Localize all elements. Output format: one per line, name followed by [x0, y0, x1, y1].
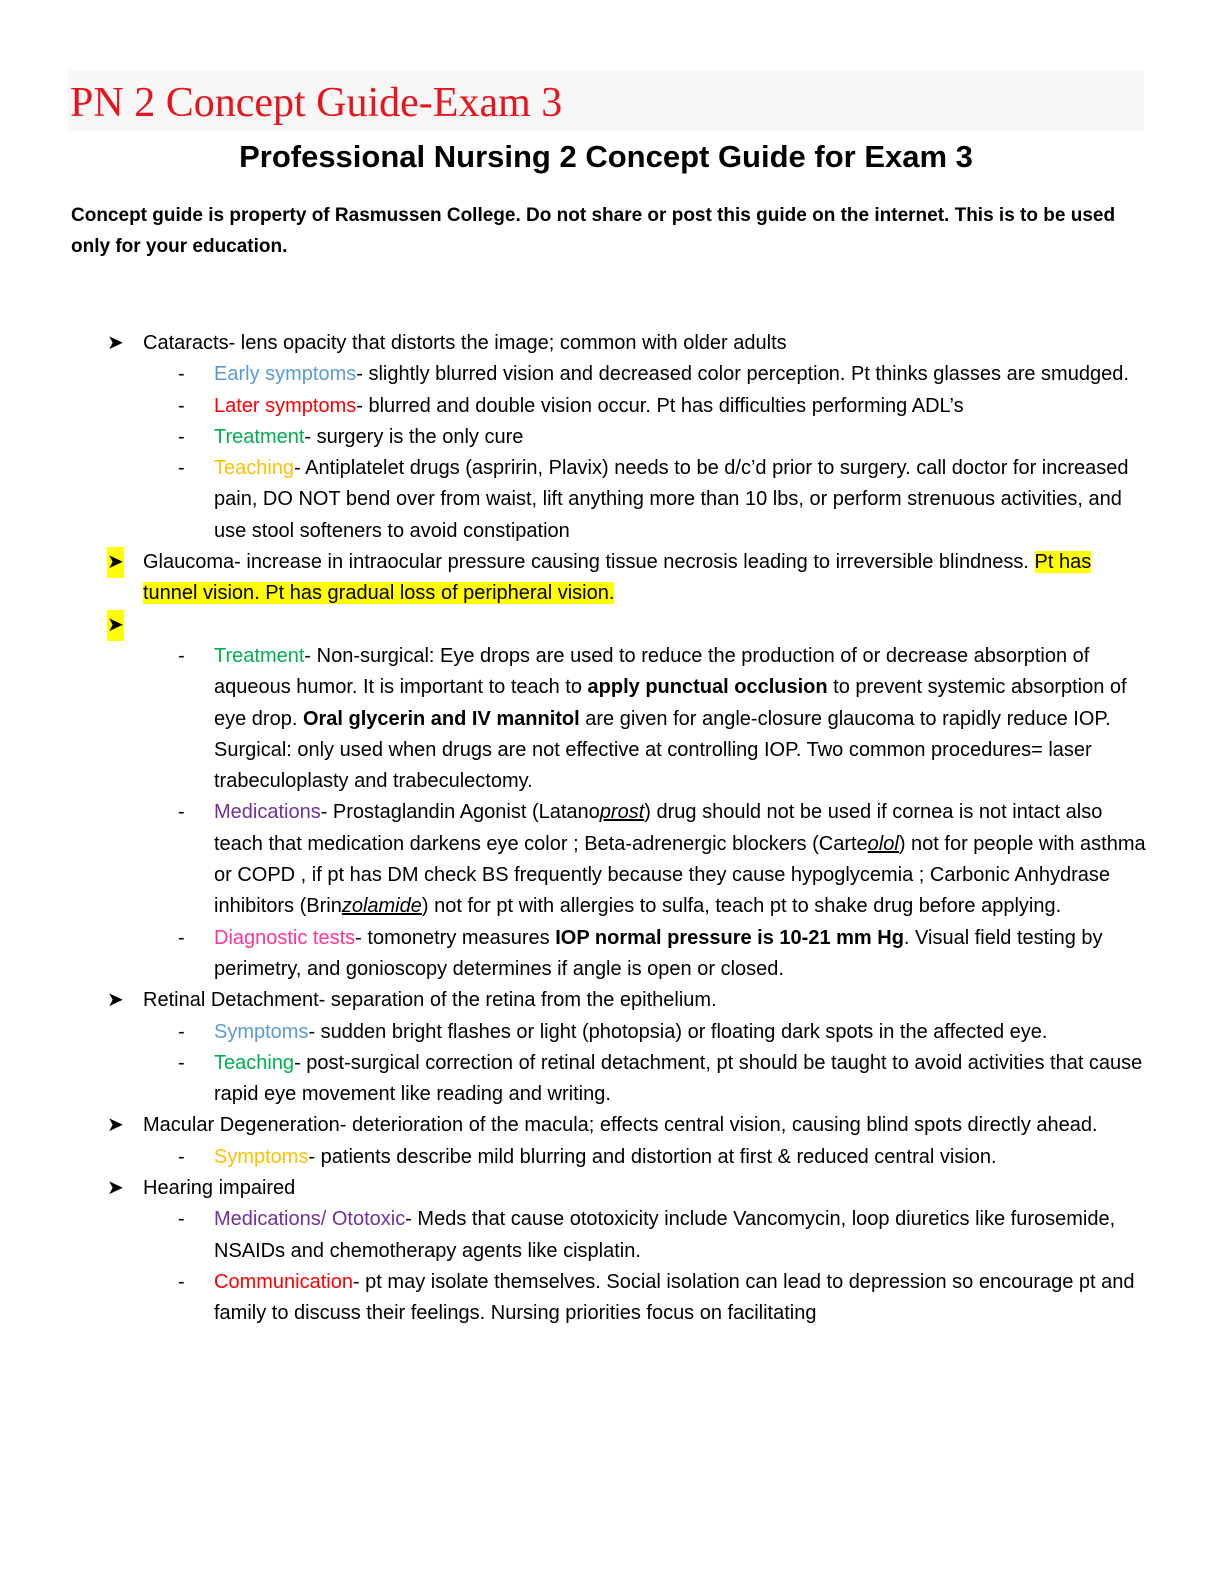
dash-marker: -	[178, 1020, 185, 1043]
subitem-text: - tomonetry measures	[355, 926, 556, 949]
topic-retinal-detachment: ➤ Retinal Detachment- separation of the …	[0, 985, 1224, 1016]
subitem-text: - Prostaglandin Agonist (Latano	[320, 801, 600, 824]
subitem-label: Communication	[214, 1270, 353, 1293]
emphasis-text: olol	[867, 832, 899, 855]
subitem-text: to prevent systemic absorption of eye dr…	[214, 676, 1127, 730]
bold-text: apply punctual occlusion	[587, 676, 828, 699]
topic-macular-degeneration: ➤ Macular Degeneration- deterioration of…	[0, 1110, 1224, 1141]
subitem-text: - post-surgical correction of retinal de…	[214, 1051, 1143, 1106]
subitem-text: . Visual field testing by perimetry, and…	[214, 926, 1103, 980]
subitem-text: - pt may isolate themselves. Social isol…	[214, 1270, 1135, 1325]
subitem-text: ) not for people with asthma or COPD , i…	[214, 832, 1146, 918]
dash-marker: -	[178, 644, 185, 667]
subitem-early-symptoms: - Early symptoms- slightly blurred visio…	[0, 359, 1224, 390]
bold-text: Oral glycerin and IV mannitol	[302, 707, 580, 730]
subitem-later-symptoms: - Later symptoms- blurred and double vis…	[0, 391, 1224, 422]
subitem-label: Treatment	[214, 425, 305, 448]
subitem-text: - Non-surgical: Eye drops are used to re…	[214, 644, 1090, 699]
dash-marker: -	[178, 926, 185, 949]
arrow-bullet-icon: ➤	[107, 1177, 124, 1200]
document-header: PN 2 Concept Guide-Exam 3	[70, 80, 563, 126]
subitem-label: Medications/ Ototoxic	[214, 1208, 406, 1231]
concept-list: ➤ Cataracts- lens opacity that distorts …	[0, 328, 1224, 1330]
subitem-teaching: - Teaching- Antiplatelet drugs (aspririn…	[0, 453, 1224, 547]
topic-title: Cataracts- lens opacity that distorts th…	[143, 332, 787, 354]
subitem-teaching: - Teaching- post-surgical correction of …	[0, 1048, 1224, 1111]
topic-glaucoma: ➤ Glaucoma- increase in intraocular pres…	[0, 547, 1224, 610]
subitem-text: - sudden bright flashes or light (photop…	[308, 1020, 1048, 1043]
subitem-medications: - Medications- Prostaglandin Agonist (La…	[0, 797, 1224, 922]
subitem-text: are given for angle-closure glaucoma to …	[579, 707, 1111, 730]
dash-marker: -	[178, 425, 185, 448]
dash-marker: -	[178, 457, 185, 480]
arrow-bullet-icon: ➤	[107, 609, 124, 641]
topic-title: Hearing impaired	[143, 1177, 296, 1200]
arrow-bullet-icon: ➤	[107, 989, 124, 1012]
subitem-text: - slightly blurred vision and decreased …	[356, 363, 1129, 386]
subitem-label: Later symptoms	[214, 394, 357, 417]
topic-title: Macular Degeneration- deterioration of t…	[143, 1114, 1098, 1137]
subitem-text: - patients describe mild blurring and di…	[308, 1145, 997, 1168]
document-title: Professional Nursing 2 Concept Guide for…	[239, 139, 973, 174]
surgical-text: Surgical: only used when drugs are not e…	[214, 738, 1092, 793]
subitem-label: Medications	[214, 801, 321, 824]
subitem-label: Symptoms	[214, 1020, 309, 1043]
subitem-text: - Antiplatelet drugs (aspririn, Plavix) …	[214, 457, 1129, 542]
header-band	[68, 70, 1144, 131]
dash-marker: -	[178, 1051, 185, 1074]
subitem-text: ) drug should not be used if cornea is n…	[214, 801, 1103, 855]
dash-marker: -	[178, 801, 185, 824]
bold-text: IOP normal pressure is 10-21 mm Hg	[555, 926, 904, 949]
subitem-symptoms: - Symptoms- sudden bright flashes or lig…	[0, 1017, 1224, 1048]
dash-marker: -	[178, 394, 185, 417]
copyright-notice: Concept guide is property of Rasmussen C…	[71, 205, 1116, 257]
subitem-text: - surgery is the only cure	[304, 425, 524, 448]
emphasis-text: prost	[599, 801, 645, 824]
dash-marker: -	[178, 1145, 185, 1168]
topic-hearing-impaired: ➤ Hearing impaired	[0, 1173, 1224, 1204]
subitem-communication: - Communication- pt may isolate themselv…	[0, 1267, 1224, 1330]
subitem-label: Teaching	[214, 457, 295, 480]
topic-cataracts: ➤ Cataracts- lens opacity that distorts …	[0, 328, 1224, 359]
dash-marker: -	[178, 363, 185, 386]
topic-title: Glaucoma- increase in intraocular pressu…	[143, 551, 1035, 574]
arrow-bullet-icon: ➤	[107, 547, 124, 579]
subitem-label: Early symptoms	[214, 363, 357, 386]
subitem-label: Diagnostic tests	[214, 926, 356, 949]
subitem-text: ) not for pt with allergies to sulfa, te…	[421, 895, 1062, 918]
subitem-text: - Meds that cause ototoxicity include Va…	[214, 1208, 1116, 1262]
subitem-label: Treatment	[214, 644, 305, 667]
subitem-treatment: - Treatment- surgery is the only cure	[0, 422, 1224, 453]
dash-marker: -	[178, 1208, 185, 1231]
subitem-text: - blurred and double vision occur. Pt ha…	[356, 394, 964, 417]
subitem-label: Symptoms	[214, 1145, 309, 1168]
subitem-diagnostic-tests: - Diagnostic tests- tomonetry measures I…	[0, 923, 1224, 986]
emphasis-text: zolamide	[341, 895, 422, 918]
subitem-label: Teaching	[214, 1051, 295, 1074]
empty-bullet: ➤	[0, 609, 1224, 641]
subitem-medications-ototoxic: - Medications/ Ototoxic- Meds that cause…	[0, 1204, 1224, 1267]
subitem-treatment: - Treatment- Non-surgical: Eye drops are…	[0, 641, 1224, 797]
topic-title: Retinal Detachment- separation of the re…	[143, 989, 717, 1012]
arrow-bullet-icon: ➤	[107, 332, 124, 354]
subitem-symptoms: - Symptoms- patients describe mild blurr…	[0, 1142, 1224, 1173]
dash-marker: -	[178, 1270, 185, 1293]
arrow-bullet-icon: ➤	[107, 1114, 124, 1137]
